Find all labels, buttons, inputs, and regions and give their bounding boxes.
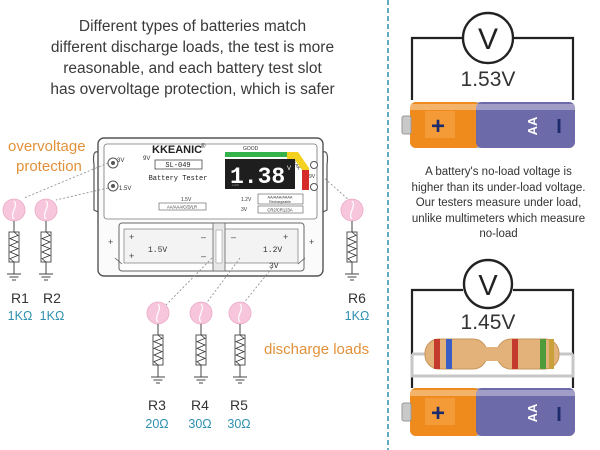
protection-word: protection bbox=[16, 158, 82, 175]
leader-lines bbox=[23, 162, 351, 306]
load-resistor-icon bbox=[410, 338, 575, 378]
resistor-circuits bbox=[2, 198, 364, 384]
r4-label: R4 bbox=[191, 397, 209, 413]
r6-value: 1KΩ bbox=[344, 309, 370, 323]
device-name-label: Battery Tester bbox=[149, 175, 208, 183]
row-12v-sub: Rechargeable bbox=[269, 200, 291, 204]
note-line-3: Our testers measure under load, bbox=[415, 197, 582, 209]
model-label: SL-049 bbox=[165, 162, 190, 170]
voltmeter-top-icon bbox=[461, 11, 515, 65]
battery-bottom-plus: + bbox=[431, 400, 445, 427]
svg-text:+: + bbox=[108, 237, 113, 247]
battery-bottom-aa: AA bbox=[525, 403, 540, 422]
aa-battery-bottom-icon: + AA I bbox=[401, 388, 575, 436]
svg-text:–: – bbox=[201, 251, 206, 261]
left-15v-label: 1.5V bbox=[119, 186, 131, 192]
lcd-reading: 1.38 bbox=[230, 164, 285, 190]
headline-line-3: reasonable, and each battery test slot bbox=[63, 60, 322, 77]
slot-12v-label: 1.2V bbox=[263, 246, 282, 255]
voltmeter-bottom-symbol: V bbox=[478, 270, 498, 302]
overvoltage-word: overvoltage bbox=[8, 138, 86, 155]
r3-label: R3 bbox=[148, 397, 166, 413]
load-voltage-note: A battery's no-load voltage is higher th… bbox=[397, 165, 600, 243]
overvoltage-protection-label: overvoltage protection bbox=[8, 137, 86, 177]
voltmeter-top-symbol: V bbox=[478, 23, 498, 56]
brand-label: KKEANIC bbox=[152, 144, 202, 156]
replace-bar bbox=[302, 170, 309, 190]
resistor-circuit-3 bbox=[146, 301, 170, 384]
bottom-voltage-reading: 1.45V bbox=[460, 311, 516, 334]
note-line-1: A battery's no-load voltage is bbox=[425, 166, 572, 178]
r4-value: 30Ω bbox=[188, 417, 212, 431]
spec-rows: 1.5V AA/AAA/C/D/LR 1.2V AA/AAA/AAAA Rech… bbox=[158, 193, 304, 214]
resistor-circuit-5 bbox=[228, 301, 252, 384]
r2-label: R2 bbox=[43, 290, 61, 306]
right-terminals: 9V bbox=[309, 161, 318, 191]
scale-good-label: GOOD bbox=[243, 146, 259, 152]
headline-line-2: different discharge loads, the test is m… bbox=[50, 39, 335, 56]
battery-bottom-minus: I bbox=[556, 404, 562, 426]
lcd-display: GOOD WEAK REPL 1.38 V LOW bbox=[225, 146, 310, 190]
r1-label: R1 bbox=[11, 290, 29, 306]
resistor-circuit-2 bbox=[34, 198, 58, 281]
svg-text:–: – bbox=[201, 232, 206, 242]
svg-text:+: + bbox=[283, 232, 288, 242]
note-line-2: higher than its under-load voltage. bbox=[411, 181, 586, 194]
row-3v-types: CR2/CR123A bbox=[267, 208, 293, 213]
svg-text:+: + bbox=[309, 237, 314, 247]
scale-low-label: LOW bbox=[232, 183, 239, 187]
row-15v-label: 1.5V bbox=[181, 197, 192, 203]
good-bar bbox=[225, 152, 295, 157]
r5-value: 30Ω bbox=[227, 417, 251, 431]
note-line-5: no-load bbox=[479, 228, 518, 240]
note-line-4: unlike multimeters which measure bbox=[411, 212, 586, 225]
slot-3v-label: 3V bbox=[269, 262, 279, 271]
top-voltage-reading: 1.53V bbox=[460, 68, 516, 91]
headline-line-4: has overvoltage protection, which is saf… bbox=[50, 81, 335, 98]
svg-text:+: + bbox=[129, 232, 134, 242]
top-measurement: V + AA I bbox=[401, 11, 575, 148]
bottom-measurement: V + AA I bbox=[401, 258, 575, 436]
battery-top-plus: + bbox=[431, 113, 445, 140]
resistor-circuit-4 bbox=[189, 301, 213, 384]
voltmeter-bottom-icon bbox=[462, 258, 514, 310]
right-9v-label: 9V bbox=[309, 174, 316, 180]
battery-slot-area: + – – + + – 1.5V 1.2V 3V + + bbox=[108, 222, 314, 272]
resistor-circuit-1 bbox=[2, 198, 26, 281]
battery-top-aa: AA bbox=[525, 116, 540, 135]
row-12v-types: AA/AAA/AAAA bbox=[268, 196, 293, 200]
left-3v-label: 3V bbox=[117, 158, 124, 164]
r2-value: 1KΩ bbox=[39, 309, 65, 323]
lcd-unit: V bbox=[287, 166, 291, 172]
battery-top-minus: I bbox=[556, 116, 562, 138]
discharge-loads-label: discharge loads bbox=[264, 341, 370, 358]
r6-label: R6 bbox=[348, 290, 366, 306]
r5-label: R5 bbox=[230, 397, 248, 413]
row-15v-types: AA/AAA/C/D/LR bbox=[167, 205, 197, 210]
row-12v-label: 1.2V bbox=[241, 197, 252, 203]
headline: Different types of batteries match diffe… bbox=[0, 16, 385, 100]
svg-text:®: ® bbox=[201, 143, 206, 150]
aa-battery-top-icon: + AA I bbox=[401, 102, 575, 148]
row-3v-label: 3V bbox=[241, 207, 248, 213]
resistor-circuit-6 bbox=[340, 198, 364, 281]
left-terminals: 3V 1.5V 9V bbox=[107, 156, 150, 192]
svg-text:+: + bbox=[129, 251, 134, 261]
svg-text:–: – bbox=[231, 232, 236, 242]
battery-tester-device: 3V 1.5V 9V KKEANIC ® SL-049 Battery Test… bbox=[92, 137, 329, 277]
slot-15v-label: 1.5V bbox=[148, 246, 167, 255]
r1-value: 1KΩ bbox=[7, 309, 33, 323]
r3-value: 20Ω bbox=[145, 417, 169, 431]
left-9v-label: 9V bbox=[143, 156, 150, 162]
lcd-screen bbox=[225, 159, 295, 189]
headline-line-1: Different types of batteries match bbox=[78, 18, 307, 35]
